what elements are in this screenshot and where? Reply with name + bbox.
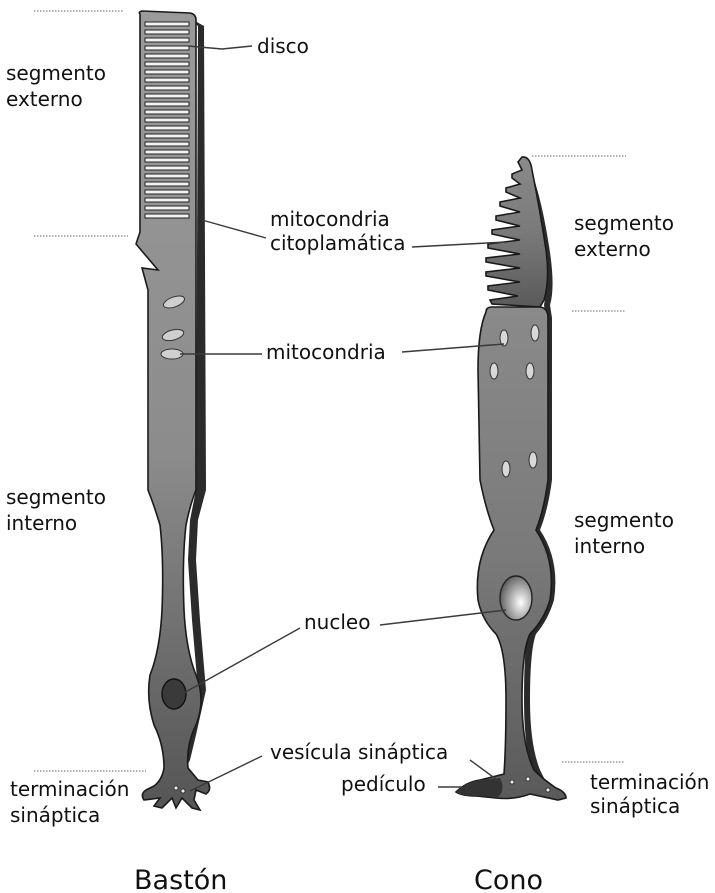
cone-synaptic-vesicle [526,777,530,781]
pedicle-label: pedículo [341,772,426,796]
leader-lines [180,46,506,791]
synaptic-vesicle-label: vesícula sináptica [270,740,448,764]
cone-mitochondrion [529,452,537,468]
rod-disc [145,86,189,90]
rod-disc [145,182,189,186]
rod-disc [145,206,189,210]
rod-disc [145,94,189,98]
rod-synaptic-terminal-label-line1: terminación [10,777,129,801]
rod-synaptic-vesicle [174,786,178,790]
rod-inner-segment-label-line2: interno [6,511,77,535]
cone-synaptic-vesicle [546,788,550,792]
cytoplasmic-mitochondria-label-line1: mitocondria [270,207,390,231]
rod-disc [145,118,189,122]
cone-mitochondrion [531,325,539,341]
rod-disc [145,174,189,178]
rod-disc [145,46,189,50]
rod-outer-segment-label: segmento externo [6,61,112,111]
disc-label: disco [257,34,309,58]
rod-disc [145,102,189,106]
cone-title: Cono [474,865,543,893]
rod-disc [145,150,189,154]
labels: segmento externo segmento interno termin… [6,34,715,893]
rod-disc [145,190,189,194]
rod-disc [145,54,189,58]
rod-inner-segment-label: segmento interno [6,485,112,535]
cone-nucleus [500,576,532,620]
cone-synaptic-terminal-label-line1: terminación [590,770,709,794]
rod-disc [145,30,189,34]
rod-synaptic-terminal-label: terminación sináptica [10,777,136,827]
cone-synaptic-terminal-label-line2: sináptica [590,794,680,818]
cytoplasmic-mitochondria-label-line2: citoplamática [270,231,406,255]
rod-disc [145,142,189,146]
cone-inner-segment-label-line1: segmento [574,508,674,532]
rod-disc [145,78,189,82]
rod-synaptic-terminal-label-line2: sináptica [10,803,100,827]
rod-disc [145,38,189,42]
rod-vesicle-leader [190,756,262,791]
cone-inner-segment-label-line2: interno [574,534,645,558]
rod-title: Bastón [134,865,227,893]
cone-inner-segment-label: segmento interno [574,508,680,558]
cone-outer-segment-label: segmento externo [574,211,680,261]
rod-disc [145,126,189,130]
rod-disc [145,134,189,138]
rod-cell [136,11,210,810]
mitochondria-label: mitocondria [266,340,386,364]
cone-synaptic-vesicle [510,780,514,784]
rod-disc [145,110,189,114]
rod-disc [145,166,189,170]
cone-synaptic-terminal-label: terminación sináptica [590,770,715,818]
rod-mitochondrion [161,349,183,359]
cone-outer-segment-label-line1: segmento [574,211,674,235]
cone-mitochondrion [490,363,498,379]
cone-mitochondrion [502,461,510,477]
cone-outer-segment [486,157,548,307]
cytoplasmic-mitochondria-label: mitocondria citoplamática [270,207,406,255]
cytoplasmic-mitochondria-leader [202,220,266,238]
disc-leader [188,46,252,49]
rod-disc [145,22,189,26]
rod-outer-segment-label-line2: externo [6,87,83,111]
cone-mitochondrion [526,363,534,379]
rod-disc [145,70,189,74]
rod-disc [145,214,189,218]
rod-inner-segment-label-line1: segmento [6,485,106,509]
cone-cell [456,157,566,800]
cone-pedicle [456,778,503,797]
rod-disc [145,62,189,66]
rod-disc [145,158,189,162]
rod-disc [145,198,189,202]
nucleus-label: nucleo [304,610,370,634]
cone-outer-segment-label-line2: externo [574,237,651,261]
rod-outer-segment-label-line1: segmento [6,61,106,85]
rod-synaptic-vesicle [181,789,185,793]
